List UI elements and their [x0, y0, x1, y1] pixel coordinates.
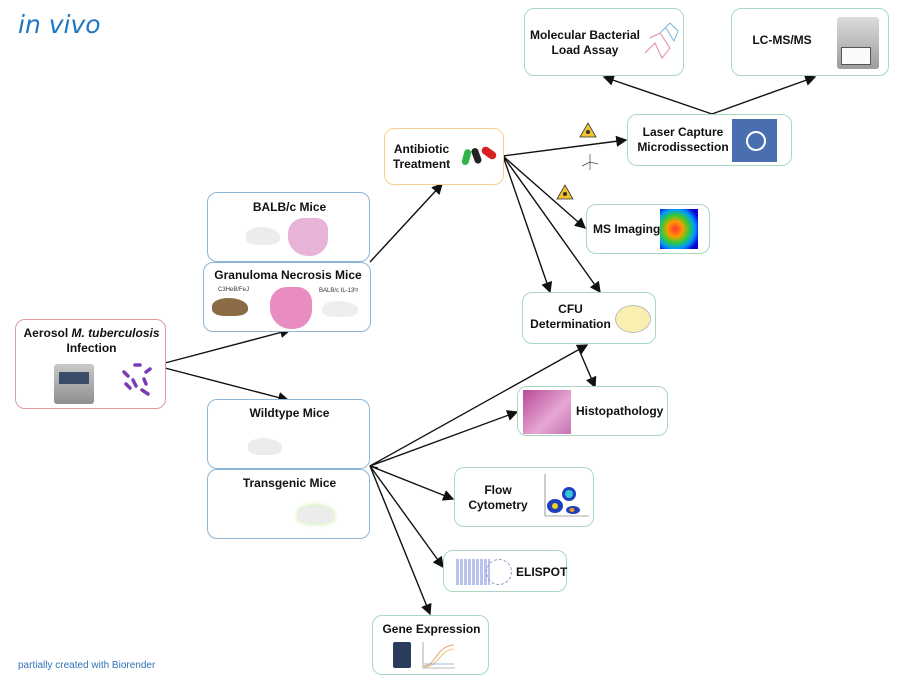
node-transgenic-label: Transgenic Mice	[242, 476, 337, 490]
pills-icon	[461, 146, 497, 165]
arrow-antibiotic-cfu2	[502, 155, 601, 294]
mouse-icon	[248, 438, 282, 455]
node-infection[interactable]: Aerosol M. tuberculosis Infection	[15, 319, 166, 409]
arrow-transgenic-elispot	[369, 465, 444, 569]
node-lcms-label: LC-MS/MS	[752, 33, 812, 47]
white-mouse-icon	[322, 301, 358, 317]
node-elispot-label: ELISPOT	[516, 565, 568, 579]
node-wildtype-label: Wildtype Mice	[249, 406, 330, 420]
arrow-transgenic-fan	[369, 465, 379, 469]
mouse-icon	[246, 227, 280, 245]
petri-dish-icon	[615, 305, 651, 333]
well-plate-icon	[456, 559, 490, 585]
arrow-transgenic-gene	[369, 465, 432, 616]
page-title: in vivo	[18, 10, 101, 39]
node-msi[interactable]: MS Imaging	[586, 204, 710, 254]
node-balbc-label: BALB/c Mice	[252, 200, 327, 214]
node-granuloma[interactable]: Granuloma Necrosis Mice C3HeB/FeJ BALB/c…	[203, 262, 371, 332]
bacteria-icon	[122, 363, 152, 396]
radiation-hazard-icon-2	[556, 184, 574, 200]
node-gene-label: Gene Expression	[382, 622, 481, 636]
ms-image-heatmap-icon	[660, 209, 698, 249]
node-infection-label: Aerosol M. tuberculosis Infection	[23, 326, 160, 355]
arrow-antibiotic-lcm	[502, 135, 628, 157]
arrow-transgenic-histo	[369, 410, 519, 467]
node-histo[interactable]: Histopathology	[517, 386, 668, 436]
footer-credit: partially created with Biorender	[18, 660, 156, 671]
node-wildtype[interactable]: Wildtype Mice	[207, 399, 370, 469]
molecular-network-icon	[644, 22, 679, 59]
aerosol-chamber-icon	[54, 364, 94, 404]
histology-image-icon	[523, 390, 571, 434]
arrow-infection-granuloma	[164, 327, 292, 364]
arrow-lcm-lcms	[711, 75, 817, 115]
amplification-curve-icon	[422, 642, 455, 669]
necrotic-lung-icon	[270, 287, 312, 329]
node-granuloma-label: Granuloma Necrosis Mice	[214, 268, 362, 282]
tissue-section-icon	[732, 119, 777, 162]
node-transgenic[interactable]: Transgenic Mice	[207, 469, 370, 539]
arrow-antibiotic-cfu1	[502, 155, 553, 294]
flow-plot-icon	[544, 474, 589, 517]
node-lcms[interactable]: LC-MS/MS	[731, 8, 889, 76]
arrow-infection-wildtype	[164, 367, 290, 403]
well-spots-icon	[486, 559, 512, 585]
lung-histology-icon	[288, 218, 328, 256]
transgenic-mouse-icon	[298, 506, 334, 523]
lcms-instrument-icon	[837, 17, 879, 69]
arrow-balbc-antibiotic	[369, 182, 443, 263]
arrow-cfu-histo	[576, 344, 597, 389]
node-histo-label: Histopathology	[576, 404, 664, 418]
qpcr-machine-icon	[393, 642, 411, 668]
methanol-structure-icon	[581, 154, 599, 170]
node-gene[interactable]: Gene Expression	[372, 615, 489, 675]
radiation-hazard-icon	[579, 122, 597, 138]
arrow-transgenic-flow	[369, 465, 455, 501]
node-msi-label: MS Imaging	[593, 222, 661, 236]
strain-balbc-il13: BALB/c IL-13ᵗᵍ	[319, 288, 358, 294]
arrow-lcm-mbla	[602, 74, 713, 115]
arrow-antibiotic-msi	[502, 155, 587, 229]
brown-mouse-icon	[212, 298, 248, 316]
node-balbc[interactable]: BALB/c Mice	[207, 192, 370, 262]
arrow-transgenic-cfu	[369, 344, 589, 467]
node-elispot[interactable]: ELISPOT	[443, 550, 567, 592]
strain-c3heb: C3HeB/FeJ	[218, 287, 250, 293]
